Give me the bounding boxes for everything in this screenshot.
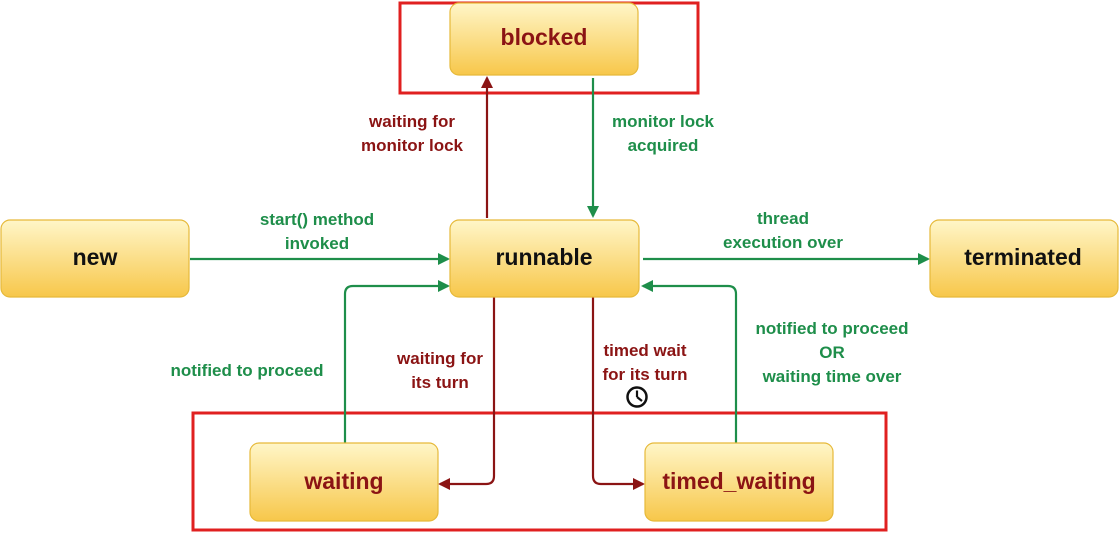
svg-text:execution over: execution over [723,233,843,252]
state-new-label: new [73,244,118,270]
state-runnable: runnable [449,219,640,298]
svg-text:acquired: acquired [628,136,699,155]
svg-text:thread: thread [757,209,809,228]
svg-text:waiting time over: waiting time over [762,367,902,386]
svg-text:OR: OR [819,343,845,362]
svg-text:waiting for: waiting for [368,112,455,131]
edge-runnable-to-timed-waiting [591,297,645,490]
state-blocked-label: blocked [501,24,588,50]
state-runnable-label: runnable [495,244,592,270]
state-terminated: terminated [929,219,1119,298]
svg-text:notified to proceed: notified to proceed [756,319,909,338]
clock-icon [626,386,648,408]
label-start-method-invoked: start() method invoked [260,210,374,253]
edge-runnable-to-waiting [438,297,496,490]
svg-text:timed wait: timed wait [603,341,686,360]
edge-waiting-to-runnable [343,280,450,443]
svg-text:monitor lock: monitor lock [361,136,464,155]
svg-text:waiting for: waiting for [396,349,483,368]
svg-text:its turn: its turn [411,373,469,392]
state-blocked: blocked [449,2,639,76]
state-timed-waiting-label: timed_waiting [662,468,815,494]
label-timed-wait-for-its-turn: timed wait for its turn [603,341,688,384]
waiting-states-highlight-box [191,411,888,532]
label-monitor-lock-acquired: monitor lock acquired [612,112,715,155]
label-waiting-for-monitor-lock: waiting for monitor lock [361,112,464,155]
svg-text:monitor lock: monitor lock [612,112,715,131]
state-timed-waiting: timed_waiting [644,442,834,522]
edge-timed-waiting-to-runnable [641,280,738,443]
svg-text:for its turn: for its turn [603,365,688,384]
state-waiting-label: waiting [303,468,383,494]
label-thread-execution-over: thread execution over [723,209,843,252]
label-notified-or-time-over: notified to proceed OR waiting time over [756,319,909,386]
svg-text:invoked: invoked [285,234,349,253]
state-new: new [0,219,190,298]
label-waiting-for-its-turn: waiting for its turn [396,349,483,392]
svg-text:notified to proceed: notified to proceed [171,361,324,380]
state-terminated-label: terminated [964,244,1082,270]
label-notified-to-proceed: notified to proceed [171,361,324,380]
svg-text:start() method: start() method [260,210,374,229]
state-waiting: waiting [249,442,439,522]
